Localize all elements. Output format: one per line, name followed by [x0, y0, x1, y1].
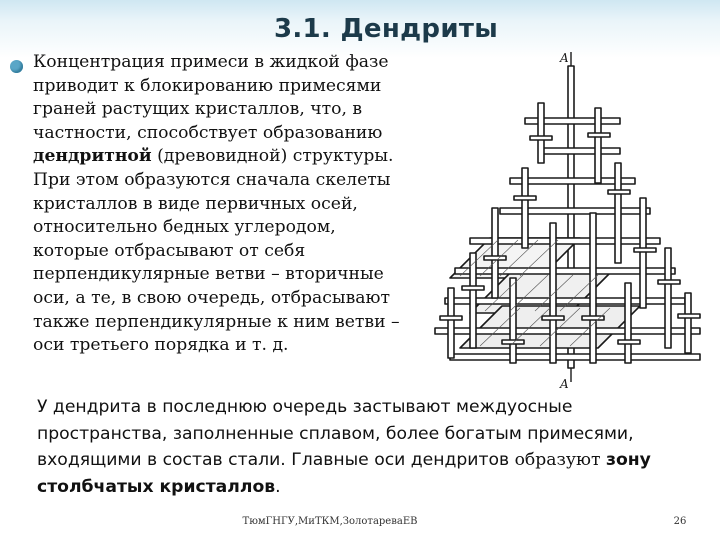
emphasized-term: зону: [605, 450, 651, 470]
paragraph-text: (древовидной) структуры.: [151, 146, 394, 167]
paragraph-line: оси, а те, в свою очередь, отбрасывают: [33, 287, 390, 308]
bullet-icon: [10, 60, 23, 73]
paragraph-line: приводит к блокированию примесями: [33, 75, 382, 96]
footer-credit: ТюмГНГУ,МиТКМ,ЗолотареваЕВ: [242, 516, 418, 527]
paragraph-line: Концентрация примеси в жидкой фазе: [33, 52, 389, 72]
paragraph-line: дендритной (древовидной) структуры.: [33, 145, 438, 169]
figure-label-top: A: [559, 51, 569, 65]
main-paragraph: Концентрация примеси в жидкой фазе приво…: [33, 51, 438, 358]
paragraph-text: входящими в состав стали. Главные оси де…: [37, 450, 515, 470]
figure-label-bottom: A: [559, 377, 569, 391]
paragraph-line: перпендикулярные ветви – вторичные: [33, 264, 384, 285]
paragraph-line: которые отбрасывают от себя: [33, 240, 306, 261]
slide-title: 3.1. Дендриты: [273, 14, 499, 44]
dendrite-diagram: A A: [434, 51, 701, 391]
paragraph-line: граней растущих кристаллов, что, в: [33, 99, 363, 120]
paragraph-line: столбчатых кристаллов.: [37, 474, 717, 501]
paragraph-line: При этом образуются сначала скелеты: [33, 169, 391, 190]
paragraph-line: оси третьего порядка и т. д.: [33, 335, 289, 356]
paragraph-line: кристаллов в виде первичных осей,: [33, 193, 358, 214]
paragraph-line: пространства, заполненные сплавом, более…: [37, 423, 634, 444]
paragraph-line: У дендрита в последнюю очередь застывают…: [37, 397, 573, 417]
secondary-paragraph: У дендрита в последнюю очередь застывают…: [37, 394, 717, 500]
page-number: 26: [673, 516, 687, 527]
paragraph-line: относительно бедных углеродом,: [33, 217, 336, 238]
paragraph-line: также перпендикулярные к ним ветви –: [33, 311, 400, 332]
paragraph-text: .: [275, 476, 281, 497]
emphasized-term: дендритной: [33, 146, 152, 167]
paragraph-line: частности, способствует образованию: [33, 122, 383, 143]
emphasized-term: столбчатых кристаллов: [37, 476, 276, 497]
paragraph-line: входящими в состав стали. Главные оси де…: [37, 447, 717, 474]
paragraph-text: образуют: [514, 450, 606, 470]
title-bar: [0, 0, 720, 58]
